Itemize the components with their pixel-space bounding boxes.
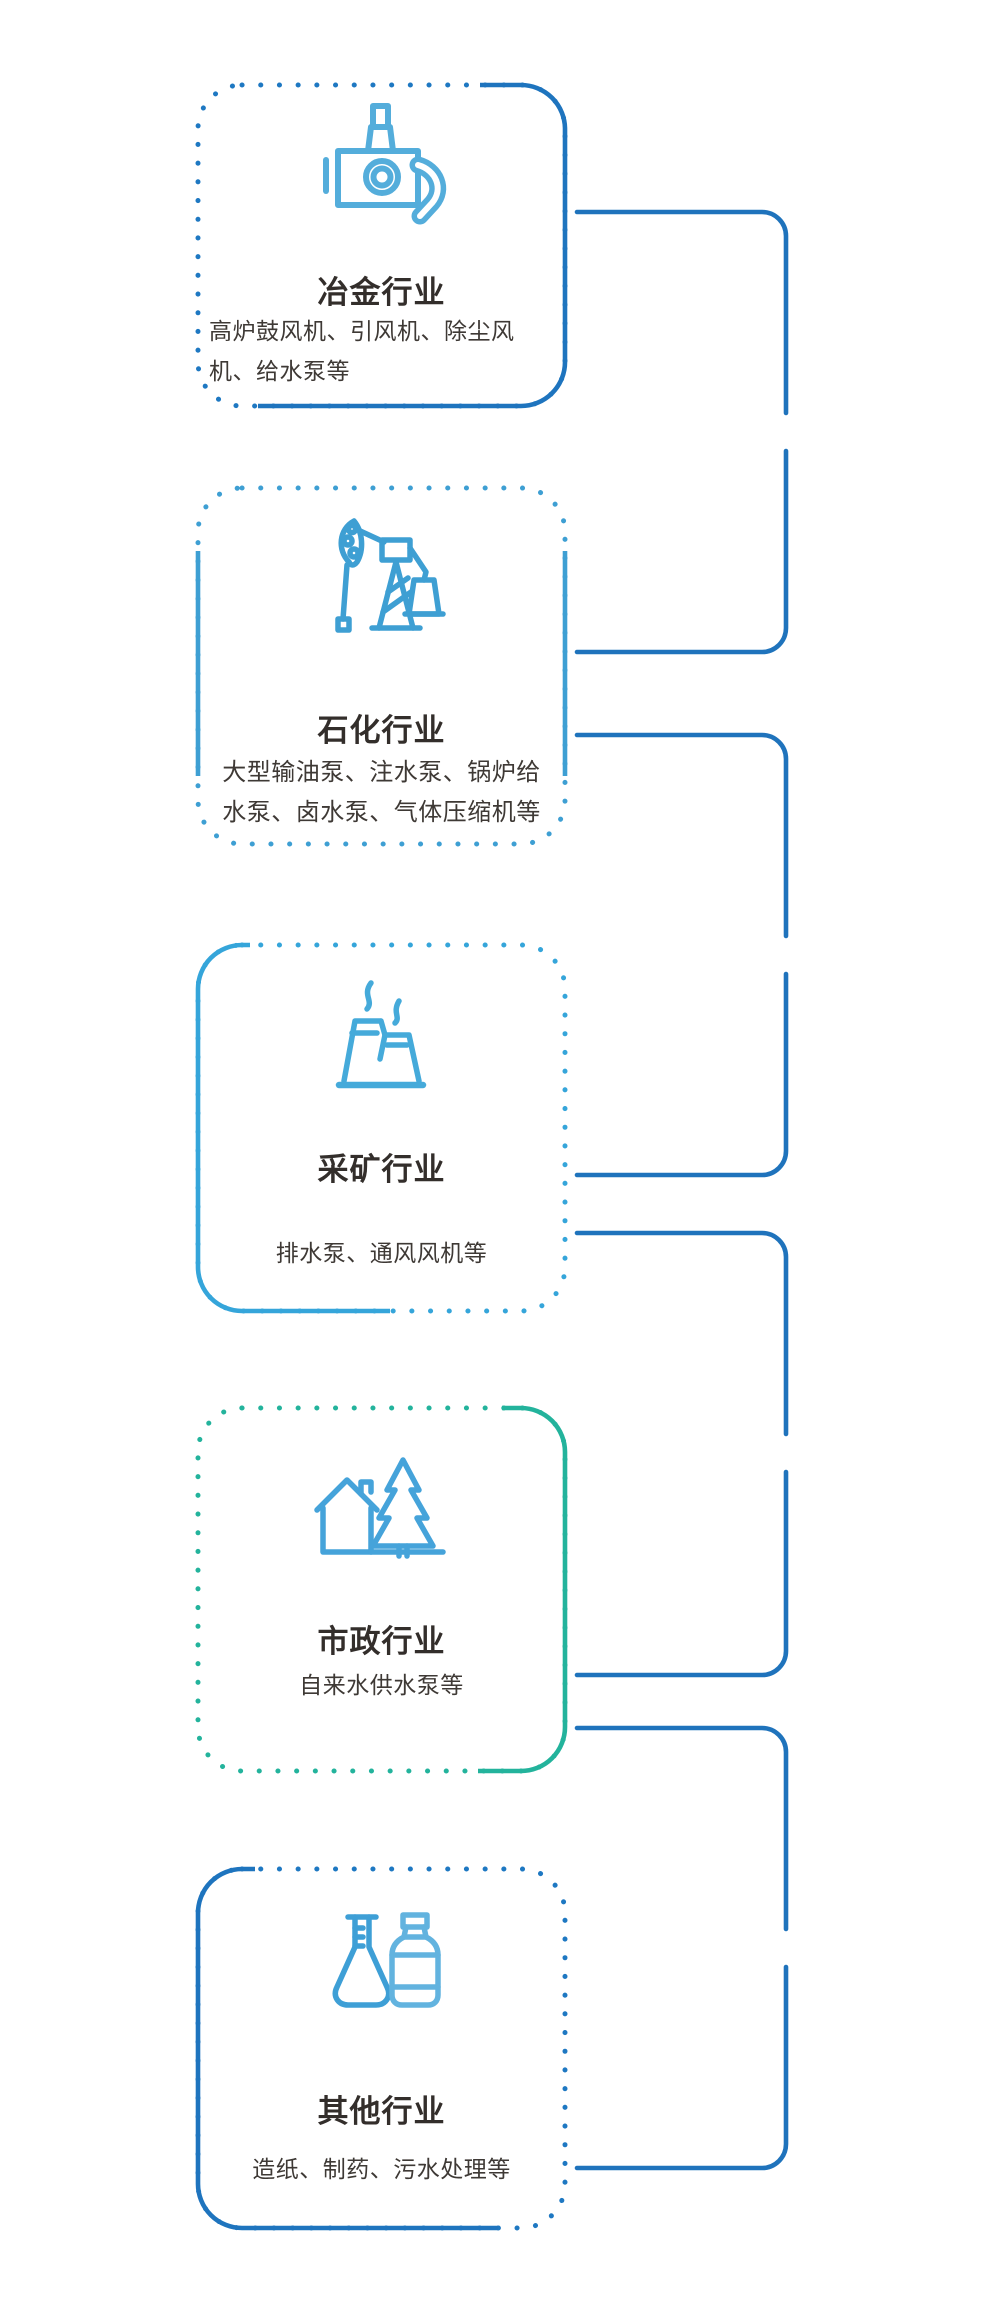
card-1-solid-border bbox=[258, 82, 568, 409]
card-4-solid-border bbox=[478, 1405, 568, 1774]
connector-bracket-2-bottom bbox=[574, 971, 789, 1178]
card-title: 石化行业 bbox=[317, 713, 446, 748]
card-description: 大型输油泵、注水泵、锅炉给水泵、卤水泵、气体压缩机等 bbox=[222, 759, 541, 826]
connector-bracket-3-top bbox=[574, 1230, 789, 1437]
connector-bracket-3-bottom bbox=[574, 1469, 789, 1678]
flask-bottle-icon bbox=[332, 1912, 441, 2008]
connector-bracket-4-top bbox=[574, 1725, 789, 1932]
house-tree-icon bbox=[313, 1457, 446, 1559]
oil-pumpjack-icon bbox=[334, 518, 446, 633]
industry-card-other: 其他行业 造纸、制药、污水处理等 bbox=[196, 1867, 567, 2230]
card-3-dotted-border bbox=[195, 942, 568, 1314]
connector-bracket-1-bottom bbox=[574, 448, 789, 655]
card-description: 自来水供水泵等 bbox=[299, 1672, 464, 1698]
industry-card-petrochemical: 石化行业 大型输油泵、注水泵、锅炉给水泵、卤水泵、气体压缩机等 bbox=[196, 486, 567, 846]
connector-bracket-1-top bbox=[574, 209, 789, 416]
card-3-solid-border bbox=[195, 942, 390, 1314]
blower-pump-icon bbox=[322, 103, 446, 225]
card-description: 高炉鼓风机、引风机、除尘风机、给水泵等 bbox=[209, 318, 515, 384]
card-title: 冶金行业 bbox=[317, 275, 446, 310]
connector-bracket-2-top bbox=[574, 732, 789, 939]
card-2-dotted-border bbox=[195, 485, 568, 847]
cooling-towers-icon bbox=[335, 980, 426, 1089]
card-title: 其他行业 bbox=[317, 2094, 446, 2129]
connector-bracket-4-bottom bbox=[574, 1964, 789, 2171]
card-description: 造纸、制药、污水处理等 bbox=[252, 2156, 511, 2182]
card-title: 采矿行业 bbox=[317, 1152, 446, 1187]
card-title: 市政行业 bbox=[317, 1624, 446, 1659]
industry-card-metallurgy: 冶金行业 高炉鼓风机、引风机、除尘风机、给水泵等 bbox=[196, 83, 567, 408]
card-5-solid-border bbox=[195, 1866, 498, 2231]
card-description: 排水泵、通风风机等 bbox=[275, 1240, 488, 1266]
industry-card-mining: 采矿行业 排水泵、通风风机等 bbox=[196, 943, 567, 1313]
industry-card-municipal: 市政行业 自来水供水泵等 bbox=[196, 1406, 567, 1773]
